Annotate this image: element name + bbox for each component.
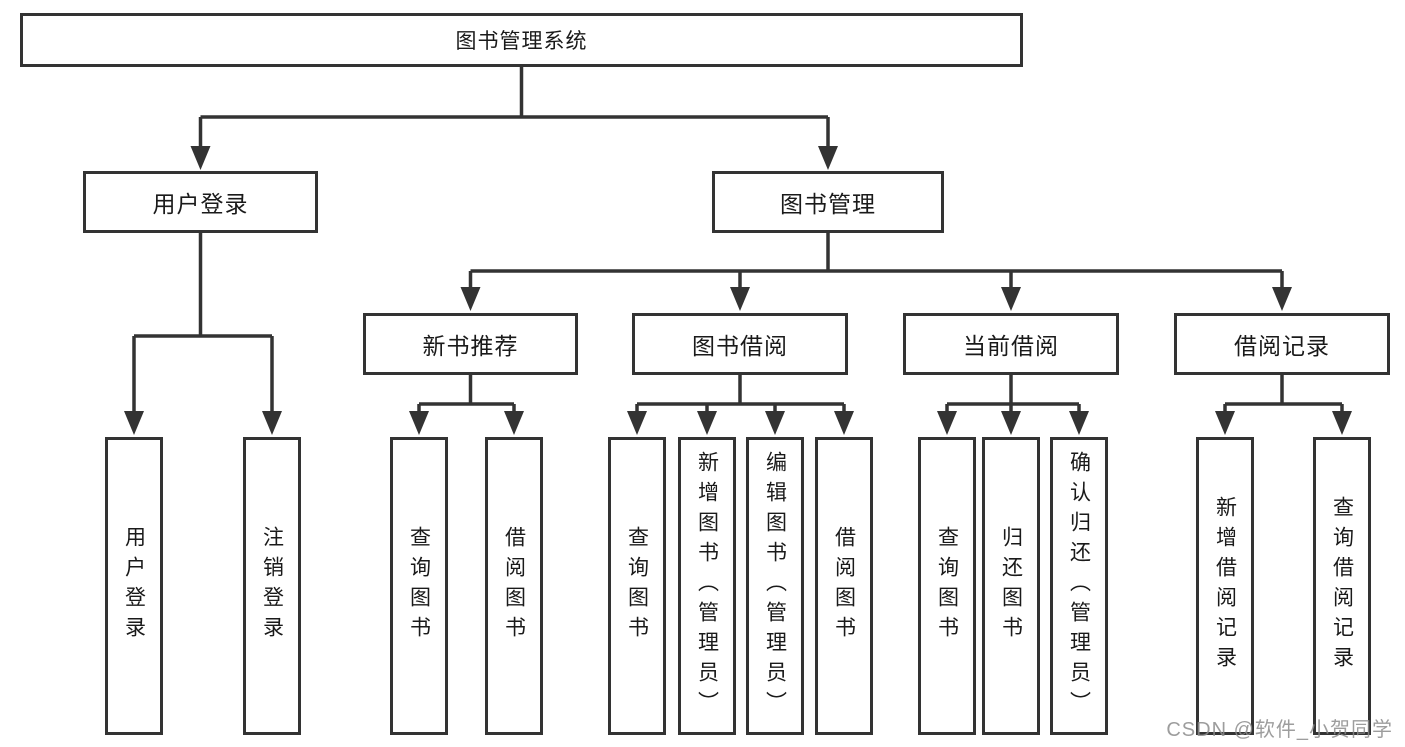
leaf-label: 新增借阅记录 bbox=[1213, 496, 1237, 676]
arrowhead bbox=[409, 411, 429, 435]
watermark: CSDN @软件_小贺同学 bbox=[1166, 719, 1393, 741]
node-borrow-edit-books-admin: 编辑图书（管理员） bbox=[746, 437, 804, 735]
arrowhead bbox=[818, 146, 838, 170]
arrowhead bbox=[504, 411, 524, 435]
arrowhead bbox=[1001, 411, 1021, 435]
leaf-label: 查询借阅记录 bbox=[1330, 496, 1354, 676]
node-user-login: 用户登录 bbox=[83, 171, 318, 233]
leaf-label: 注销登录 bbox=[260, 526, 284, 646]
node-borrow-add-books-admin: 新增图书（管理员） bbox=[678, 437, 736, 735]
node-borrow-query-books: 查询图书 bbox=[608, 437, 666, 735]
leaf-label: 查询图书 bbox=[935, 526, 959, 646]
arrowhead bbox=[1069, 411, 1089, 435]
node-borrowing-records: 借阅记录 bbox=[1174, 313, 1390, 375]
leaf-label: 借阅图书 bbox=[832, 526, 856, 646]
arrowhead bbox=[1332, 411, 1352, 435]
leaf-label: 新增图书（管理员） bbox=[695, 451, 719, 721]
arrowhead bbox=[1215, 411, 1235, 435]
node-new-book-recommend: 新书推荐 bbox=[363, 313, 578, 375]
arrowhead bbox=[627, 411, 647, 435]
node-current-confirm-return-admin: 确认归还（管理员） bbox=[1050, 437, 1108, 735]
arrowhead bbox=[697, 411, 717, 435]
arrowhead bbox=[124, 411, 144, 435]
arrowhead bbox=[460, 287, 481, 311]
leaf-label: 归还图书 bbox=[999, 526, 1023, 646]
node-current-return-books: 归还图书 bbox=[982, 437, 1040, 735]
arrowhead bbox=[1001, 287, 1021, 311]
leaf-label: 用户登录 bbox=[122, 526, 146, 646]
node-leaf-user-login: 用户登录 bbox=[105, 437, 163, 735]
node-recommend-query-books: 查询图书 bbox=[390, 437, 448, 735]
leaf-label: 借阅图书 bbox=[502, 526, 526, 646]
arrowhead bbox=[1272, 287, 1292, 311]
node-current-query-books: 查询图书 bbox=[918, 437, 976, 735]
arrowhead bbox=[834, 411, 854, 435]
node-root: 图书管理系统 bbox=[20, 13, 1023, 67]
node-recommend-borrow-books: 借阅图书 bbox=[485, 437, 543, 735]
node-book-borrowing: 图书借阅 bbox=[632, 313, 848, 375]
arrowhead bbox=[730, 287, 750, 311]
arrowhead bbox=[937, 411, 957, 435]
arrowhead bbox=[765, 411, 785, 435]
node-leaf-logout: 注销登录 bbox=[243, 437, 301, 735]
node-borrow-borrow-books: 借阅图书 bbox=[815, 437, 873, 735]
node-records-query-record: 查询借阅记录 bbox=[1313, 437, 1371, 735]
leaf-label: 查询图书 bbox=[625, 526, 649, 646]
node-records-add-record: 新增借阅记录 bbox=[1196, 437, 1254, 735]
leaf-label: 编辑图书（管理员） bbox=[763, 451, 787, 721]
leaf-label: 查询图书 bbox=[407, 526, 431, 646]
leaf-label: 确认归还（管理员） bbox=[1067, 451, 1091, 721]
node-current-borrowing: 当前借阅 bbox=[903, 313, 1119, 375]
arrowhead bbox=[262, 411, 282, 435]
arrowhead bbox=[190, 146, 211, 170]
node-book-management: 图书管理 bbox=[712, 171, 944, 233]
